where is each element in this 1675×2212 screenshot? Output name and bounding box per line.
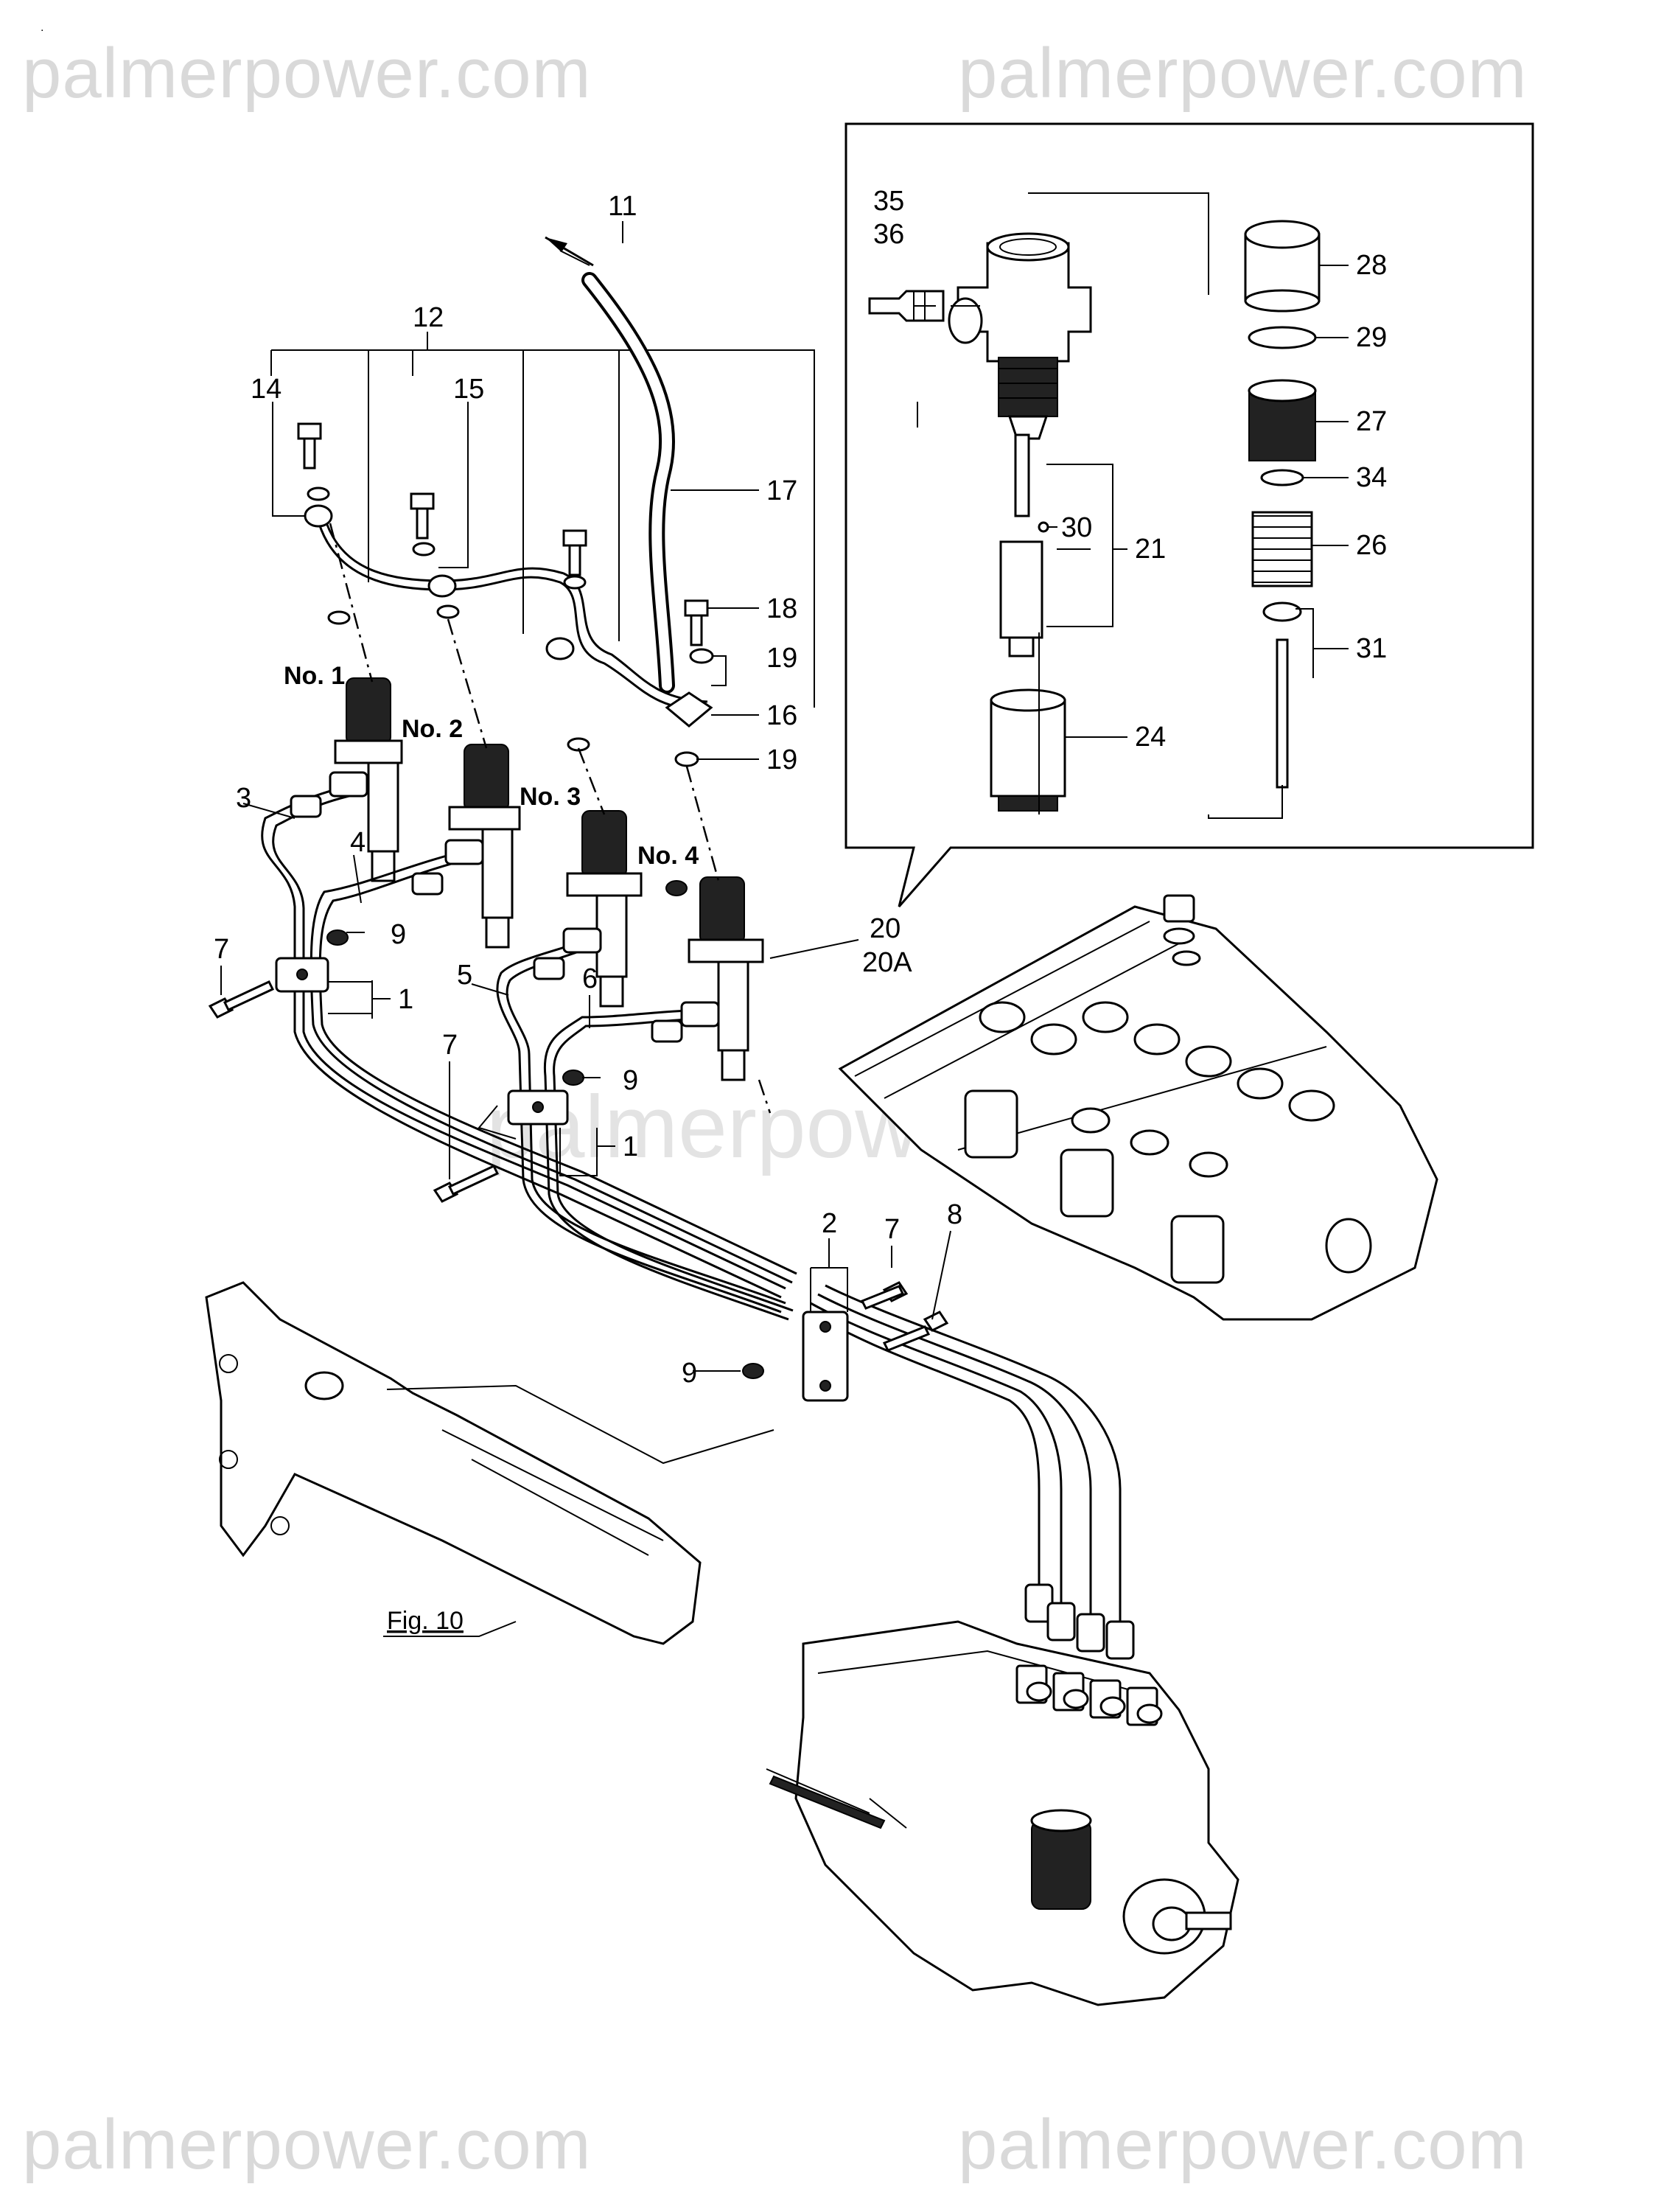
injection-pump [766, 1620, 1239, 2006]
callout-19-lower: 19 [766, 744, 797, 775]
injector-no3 [566, 810, 643, 1008]
callout-18: 18 [766, 593, 797, 624]
label-no3: No. 3 [520, 783, 581, 811]
callout-15: 15 [453, 374, 484, 405]
callout-12: 12 [413, 302, 444, 333]
callout-20: 20 [870, 913, 901, 944]
callout-1-center: 1 [623, 1131, 638, 1162]
nut-9-center [562, 1070, 584, 1086]
clamp-1-center [507, 1089, 569, 1126]
corner-mark: . [41, 21, 43, 34]
callout-7-center: 7 [442, 1030, 458, 1061]
leader-lines [220, 221, 1349, 1372]
watermark-bottom-left: palmerpower.com [22, 2105, 592, 2184]
cylinder-head [838, 894, 1438, 1321]
callout-29: 29 [1356, 322, 1387, 353]
injection-pipes [261, 771, 1135, 1660]
callout-9-main: 9 [682, 1358, 697, 1389]
banjo-fitting-no2 [427, 574, 457, 598]
callout-9-center: 9 [623, 1065, 638, 1096]
retaining-nut [990, 688, 1066, 812]
leak-off-pipe-assembly [270, 236, 815, 767]
return-fitting [665, 691, 713, 728]
banjo-fitting-no1 [304, 504, 333, 528]
callout-17: 17 [766, 475, 797, 506]
callout-30: 30 [1061, 512, 1092, 543]
watermark-bottom-right: palmerpower.com [958, 2105, 1528, 2184]
callout-20a: 20A [862, 947, 912, 978]
exhaust-manifold [205, 1281, 702, 1645]
cylinder-labels: No. 1 No. 2 No. 3 No. 4 [284, 662, 699, 870]
callout-labels: 11 12 14 15 17 18 19 16 19 20 20A 35 36 … [214, 186, 1387, 1389]
gasket [1248, 326, 1317, 349]
bolt-no3 [562, 529, 587, 576]
watermark-top-right: palmerpower.com [958, 34, 1528, 113]
figure-reference: Fig. 10 [387, 1607, 464, 1635]
callout-3: 3 [236, 783, 251, 814]
callout-8: 8 [947, 1199, 962, 1230]
callout-9-left: 9 [391, 919, 406, 950]
adjusting-screw [1248, 379, 1317, 461]
injector-no2 [448, 744, 521, 949]
bolt-8 [882, 1311, 949, 1352]
callout-27: 27 [1356, 406, 1387, 437]
washer-19-lower [674, 751, 699, 767]
bolt-no2 [410, 492, 435, 540]
label-no1: No. 1 [284, 662, 345, 690]
bolt-7-right [860, 1281, 909, 1310]
injector-no1 [334, 677, 403, 882]
callout-28: 28 [1356, 250, 1387, 281]
nut-9-main [742, 1363, 764, 1379]
watermark-top-left: palmerpower.com [22, 34, 592, 113]
injector-detail-inset [845, 122, 1534, 907]
bolt-7-center [433, 1165, 500, 1203]
bolt-18 [684, 599, 709, 646]
callout-35: 35 [873, 186, 904, 217]
nozzle-holder-body [948, 232, 1092, 440]
clamp-1-left [275, 957, 329, 993]
callout-6: 6 [582, 963, 598, 994]
label-no4: No. 4 [637, 842, 699, 870]
callout-7-left: 7 [214, 934, 229, 965]
callout-7-right: 7 [884, 1214, 900, 1245]
callout-1-left: 1 [398, 984, 413, 1015]
callout-31: 31 [1356, 633, 1387, 664]
injector-no4 [688, 876, 764, 1081]
callout-34: 34 [1356, 462, 1387, 493]
shim-washer [1260, 469, 1304, 486]
callout-11: 11 [608, 191, 637, 222]
banjo-fitting-no3 [545, 637, 575, 660]
bolt-no1 [297, 422, 322, 470]
nut-no4 [665, 880, 688, 896]
callout-4: 4 [350, 827, 366, 858]
nut-9-left [326, 929, 349, 946]
bolt-7-left [208, 980, 275, 1019]
label-no2: No. 2 [402, 715, 463, 743]
callout-19-upper: 19 [766, 643, 797, 674]
clamp-2-main [802, 1311, 849, 1402]
callout-16: 16 [766, 700, 797, 731]
spring [1251, 511, 1313, 587]
washer-19-upper [689, 648, 714, 664]
callout-36: 36 [873, 219, 904, 250]
callout-24: 24 [1135, 722, 1166, 753]
callout-21: 21 [1135, 534, 1166, 565]
callout-2: 2 [822, 1208, 837, 1239]
callout-14: 14 [251, 374, 282, 405]
callout-26: 26 [1356, 530, 1387, 561]
nozzle-needle [999, 433, 1049, 657]
cap-nut [1244, 220, 1321, 313]
callout-5: 5 [457, 960, 472, 991]
push-rod [1262, 601, 1302, 789]
